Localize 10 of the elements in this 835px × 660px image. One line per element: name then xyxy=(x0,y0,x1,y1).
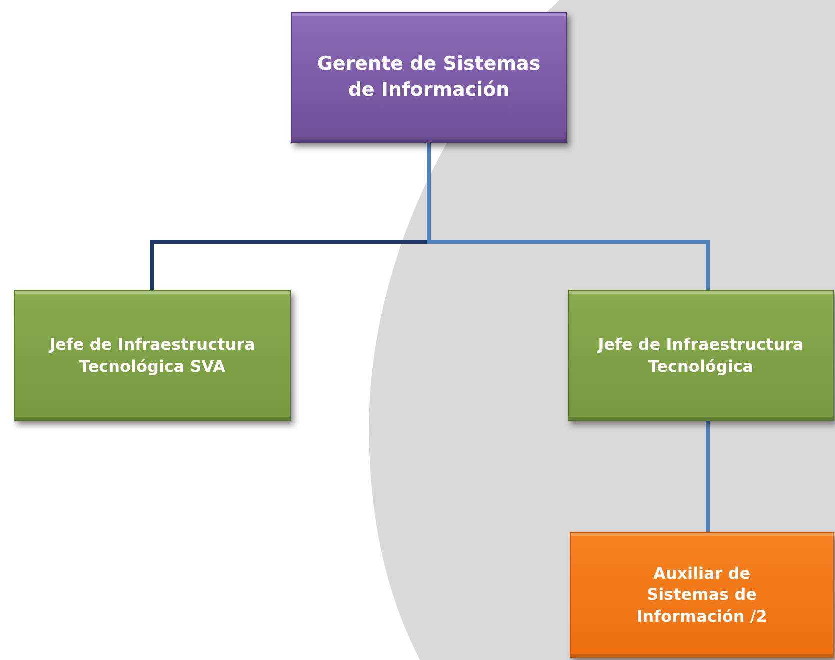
connector-line xyxy=(427,143,710,290)
org-box xyxy=(14,290,291,421)
role-title: Auxiliar de Sistemas de Información /2 xyxy=(636,562,768,628)
org-box xyxy=(570,532,834,658)
role-title: Jefe de Infraestructura Tecnológica xyxy=(596,334,805,378)
role-title: Gerente de Sistemas de Información xyxy=(316,52,542,102)
connector-line xyxy=(706,421,710,532)
role-title: Jefe de Infraestructura Tecnológica SVA xyxy=(48,334,256,378)
org-box xyxy=(291,12,567,143)
org-box xyxy=(568,290,834,421)
